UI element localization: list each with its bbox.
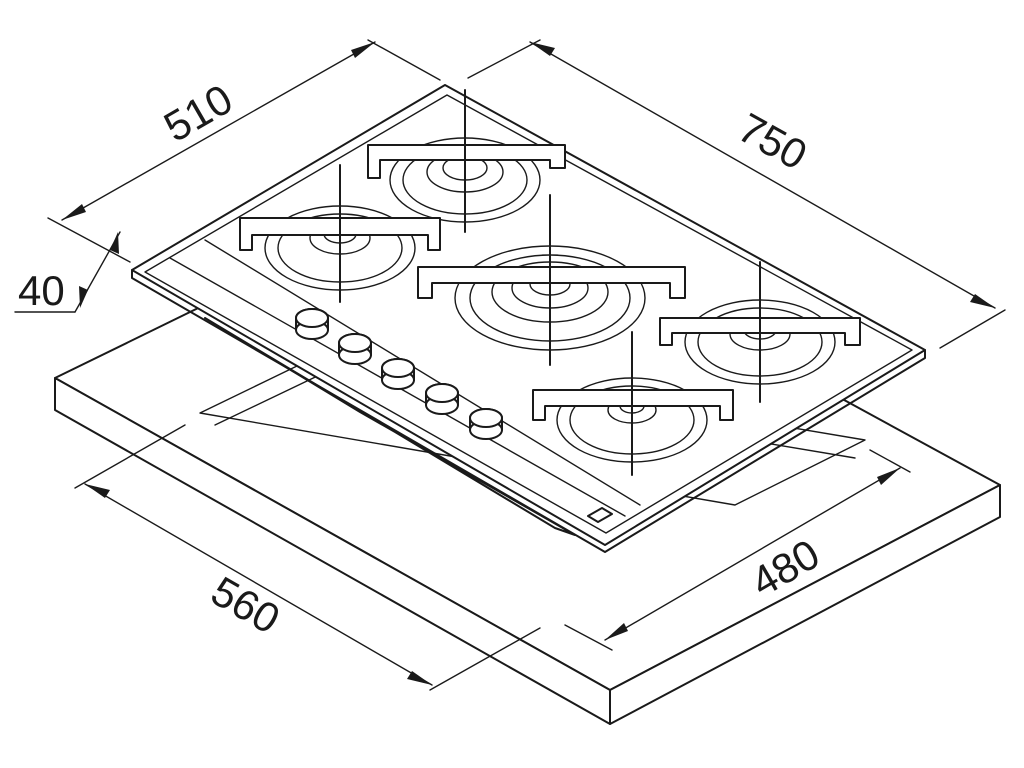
dimension-line-510 [47, 39, 441, 263]
burner-right [659, 261, 861, 403]
control-knob-1 [295, 308, 329, 340]
control-knob-4 [425, 383, 459, 415]
dimension-line-40 [14, 231, 121, 313]
burner-rear-left [367, 89, 566, 233]
control-knobs [295, 308, 503, 440]
control-knob-5 [469, 408, 503, 440]
brand-badge-icon [587, 507, 613, 523]
burner-middle-left [239, 164, 441, 303]
control-knob-2 [338, 333, 372, 365]
dimension-line-480 [564, 449, 911, 651]
burner-front [532, 331, 734, 476]
dimension-label-560: 560 [204, 567, 288, 643]
dimension-label-510: 510 [156, 75, 240, 151]
dimension-line-750 [467, 39, 1006, 349]
burner-center-wok [417, 194, 686, 366]
control-knob-3 [381, 358, 415, 390]
dimension-label-750: 750 [731, 104, 815, 179]
dimension-line-560 [74, 424, 541, 691]
dimension-label-40: 40 [18, 267, 65, 314]
